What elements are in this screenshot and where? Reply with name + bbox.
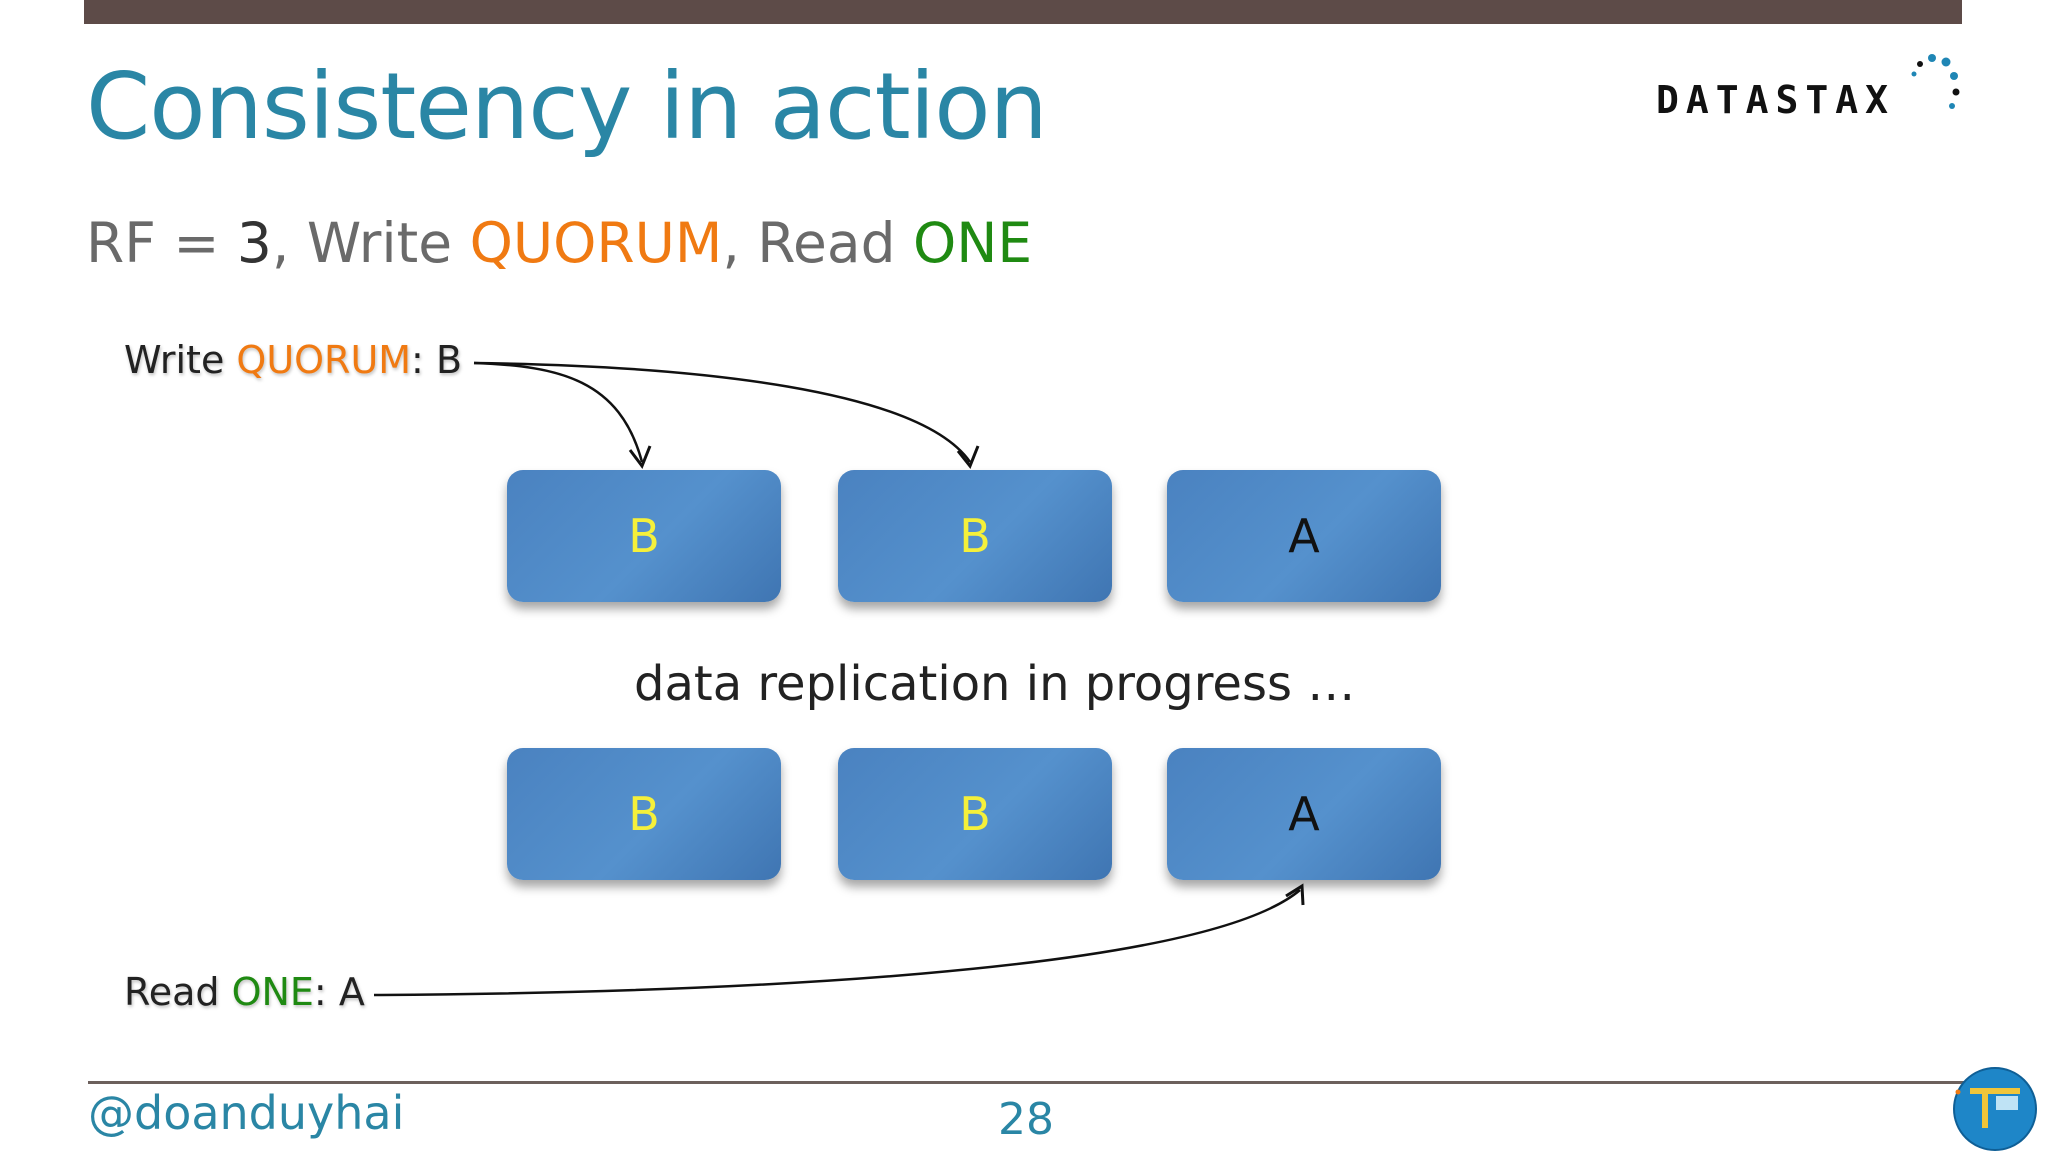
write-label-level: QUORUM <box>236 338 412 382</box>
subtitle: RF = 3, Write QUORUM, Read ONE <box>86 208 1032 278</box>
read-label-prefix: Read <box>124 970 232 1014</box>
subtitle-separator-write: , Write <box>271 211 470 275</box>
replica-node-3-after: A <box>1167 748 1441 880</box>
write-consistency-level: QUORUM <box>469 211 723 275</box>
read-label-level: ONE <box>231 970 314 1014</box>
node-value: B <box>628 509 660 563</box>
read-label-value: A <box>338 970 365 1014</box>
node-value: A <box>1288 509 1320 563</box>
write-label-separator: : <box>411 338 436 382</box>
footer-divider <box>88 1081 1968 1084</box>
author-handle: @doanduyhai <box>88 1086 405 1140</box>
replication-status-text: data replication in progress … <box>634 656 1356 712</box>
node-value: A <box>1288 787 1320 841</box>
write-arrow-node-2 <box>473 361 972 463</box>
nantes-meetup-badge-icon <box>1953 1067 2037 1151</box>
read-arrow-node-3-head <box>1285 883 1305 906</box>
write-arrow-node-1 <box>473 361 644 463</box>
replica-node-1-before: B <box>507 470 781 602</box>
read-label-separator: : <box>313 970 339 1014</box>
subtitle-prefix: RF = <box>86 211 237 275</box>
write-label: Write QUORUM: B <box>124 338 462 382</box>
replica-node-1-after: B <box>507 748 781 880</box>
node-value: B <box>959 509 991 563</box>
read-consistency-level: ONE <box>912 211 1033 275</box>
datastax-dots-icon <box>1911 54 1960 109</box>
page-number: 28 <box>998 1094 1054 1145</box>
replication-factor-value: 3 <box>236 211 272 275</box>
datastax-logo: DATASTAX <box>1652 52 1972 122</box>
node-value: B <box>628 787 660 841</box>
write-arrow-node-1-head <box>628 445 652 470</box>
replica-node-2-after: B <box>838 748 1112 880</box>
slide-title: Consistency in action <box>86 53 1048 160</box>
replica-node-3-before: A <box>1167 470 1441 602</box>
top-bar <box>84 0 1962 24</box>
subtitle-separator-read: , Read <box>722 211 913 275</box>
write-label-value: B <box>435 338 463 382</box>
write-label-prefix: Write <box>124 338 237 382</box>
read-arrow-node-3 <box>373 889 1301 997</box>
replica-node-2-before: B <box>838 470 1112 602</box>
logo-text: DATASTAX <box>1656 78 1896 122</box>
node-value: B <box>959 787 991 841</box>
write-arrow-node-2-head <box>956 445 980 469</box>
read-label: Read ONE: A <box>124 970 365 1014</box>
